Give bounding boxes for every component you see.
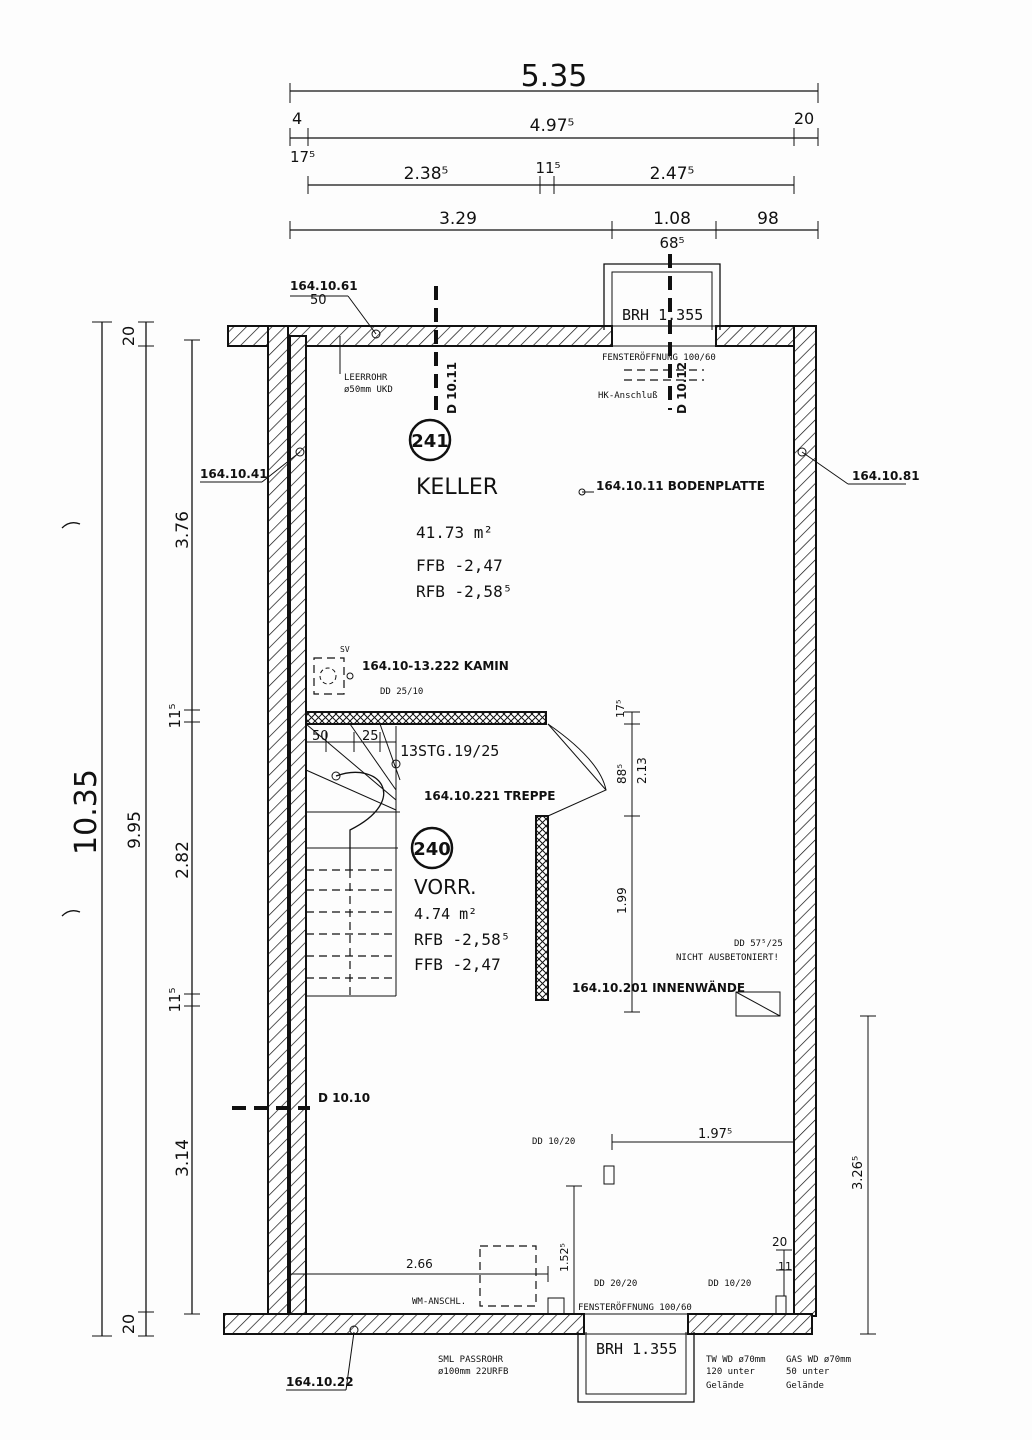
room-240-marker: 240 xyxy=(410,826,454,870)
label-sml-1: SML PASSROHR xyxy=(438,1355,504,1365)
label-dd-25-10: DD 25/10 xyxy=(380,687,423,697)
label-dd-20-20: DD 20/20 xyxy=(594,1279,637,1289)
ref-bottom: 164.10.22 xyxy=(286,1375,354,1389)
dim-top-329: 3.29 xyxy=(439,209,477,229)
dim-top-total: 5.35 xyxy=(521,59,588,94)
dim-vert-199: 1.99 xyxy=(615,887,629,914)
dim-stair-25: 25 xyxy=(362,729,379,744)
top-dimension-chains: 5.35 4 4.97⁵ 20 17⁵ 2.38⁵ 11⁵ 2.47⁵ 3.29… xyxy=(289,59,819,252)
left-dimension-chains: 10.35 20 9.95 20 3.76 11⁵ 2.82 11⁵ 3.14 xyxy=(69,321,200,1337)
ref-top-left: 164.10.61 xyxy=(290,279,358,293)
room-241-name: KELLER xyxy=(416,475,498,500)
svg-text:240: 240 xyxy=(413,839,451,860)
label-steps: 13STG.19/25 xyxy=(400,742,499,760)
label-hk-anschluss: HK-Anschluß xyxy=(598,391,658,401)
staircase xyxy=(305,723,607,997)
dim-stair-50b: 50 xyxy=(310,293,327,308)
label-brh-top: BRH 1.355 xyxy=(622,306,703,324)
label-nicht-ausbetoniert: NICHT AUSBETONIERT! xyxy=(676,953,779,963)
window-bay-bottom xyxy=(577,1313,695,1403)
dim-1975: 1.97⁵ xyxy=(698,1127,732,1142)
label-leerrohr-size: ø50mm UKD xyxy=(344,385,393,395)
label-fenster-bottom: FENSTERÖFFNUNG 100/60 xyxy=(578,1302,692,1313)
dim-11: 11 xyxy=(778,1260,792,1273)
room-240-area: 4.74 m² xyxy=(414,905,477,923)
section-lines xyxy=(232,254,672,1110)
dim-left-20-top: 20 xyxy=(119,326,138,346)
window-bay-top xyxy=(603,263,721,347)
misc-elements xyxy=(479,369,787,1315)
leader-lines xyxy=(200,295,906,1391)
label-leerrohr: LEERROHR xyxy=(344,373,388,383)
dim-left-115-b: 11⁵ xyxy=(166,987,184,1012)
room-241-ffb: FFB -2,47 xyxy=(416,556,503,575)
dim-left-282: 2.82 xyxy=(173,841,193,879)
dim-top-2385: 2.38⁵ xyxy=(404,164,449,184)
room-241-marker: 241 xyxy=(408,418,452,462)
dim-left-20-bottom: 20 xyxy=(119,1314,138,1334)
label-gas-2: 50 unter xyxy=(786,1367,830,1377)
dim-right-3265: 3.26⁵ xyxy=(851,1156,866,1190)
walls xyxy=(223,325,817,1335)
label-dd-10-20-a: DD 10/20 xyxy=(532,1137,575,1147)
room-240-rfb: RFB -2,58⁵ xyxy=(414,930,510,949)
dim-1525: 1.52⁵ xyxy=(558,1243,571,1272)
ref-right: 164.10.81 xyxy=(852,469,920,483)
dim-stair-50: 50 xyxy=(312,729,329,744)
chimney xyxy=(313,657,354,695)
label-fenster-top: FENSTERÖFFNUNG 100/60 xyxy=(602,352,716,363)
label-gas-1: GAS WD ø70mm xyxy=(786,1355,851,1365)
dim-top-2475: 2.47⁵ xyxy=(650,164,695,184)
label-gas-3: Gelände xyxy=(786,1381,824,1391)
dim-top-4: 4 xyxy=(292,109,302,128)
dim-left-total: 10.35 xyxy=(69,769,104,855)
room-241-area: 41.73 m² xyxy=(416,523,493,542)
label-kamin: 164.10-13.222 KAMIN xyxy=(362,659,509,673)
dim-left-314: 3.14 xyxy=(173,1139,193,1177)
dim-top-175: 17⁵ xyxy=(290,148,315,166)
label-sml-2: ø100mm 22URFB xyxy=(438,1367,508,1377)
dim-top-685: 68⁵ xyxy=(659,234,684,252)
label-d1011: D 10.11 xyxy=(445,362,459,414)
label-innenwaende: 164.10.201 INNENWÄNDE xyxy=(572,980,745,995)
dim-266: 2.66 xyxy=(406,1257,433,1271)
dim-top-108: 1.08 xyxy=(653,209,691,229)
label-d1010: D 10.10 xyxy=(318,1091,370,1105)
ref-left: 164.10.41 xyxy=(200,467,268,481)
punch-hole-mark-top xyxy=(61,522,81,529)
room-240-name: VORR. xyxy=(414,875,477,899)
dim-top-98: 98 xyxy=(757,209,779,229)
dim-vert-885: 88⁵ xyxy=(615,764,629,784)
svg-text:241: 241 xyxy=(411,431,449,452)
punch-hole-mark-bottom xyxy=(61,910,81,917)
label-brh-bottom: BRH 1.355 xyxy=(596,1340,677,1358)
label-dd-575-25: DD 57⁵/25 xyxy=(734,939,783,949)
dim-20: 20 xyxy=(772,1235,787,1249)
label-treppe: 164.10.221 TREPPE xyxy=(424,789,556,803)
interior-dimensions xyxy=(287,711,876,1335)
label-wm-anschl: WM-ANSCHL. xyxy=(412,1297,466,1307)
label-tw-3: Gelände xyxy=(706,1381,744,1391)
room-240-ffb: FFB -2,47 xyxy=(414,955,501,974)
dim-left-376: 3.76 xyxy=(173,511,193,549)
dim-vert-213: 2.13 xyxy=(635,757,649,784)
dim-left-995: 9.95 xyxy=(125,811,145,849)
dim-top-20: 20 xyxy=(794,109,814,128)
label-d1012: D 10.12 xyxy=(675,362,689,414)
dim-top-115: 11⁵ xyxy=(535,159,560,177)
room-241-rfb: RFB -2,58⁵ xyxy=(416,582,512,601)
dim-left-115-a: 11⁵ xyxy=(166,703,184,728)
dim-vert-175: 17⁵ xyxy=(614,700,627,718)
dim-top-4975: 4.97⁵ xyxy=(530,116,575,136)
label-sv: SV xyxy=(340,645,350,654)
label-tw-2: 120 unter xyxy=(706,1367,755,1377)
label-dd-10-20-b: DD 10/20 xyxy=(708,1279,751,1289)
label-tw-1: TW WD ø70mm xyxy=(706,1355,766,1365)
label-bodenplatte: 164.10.11 BODENPLATTE xyxy=(596,479,765,493)
